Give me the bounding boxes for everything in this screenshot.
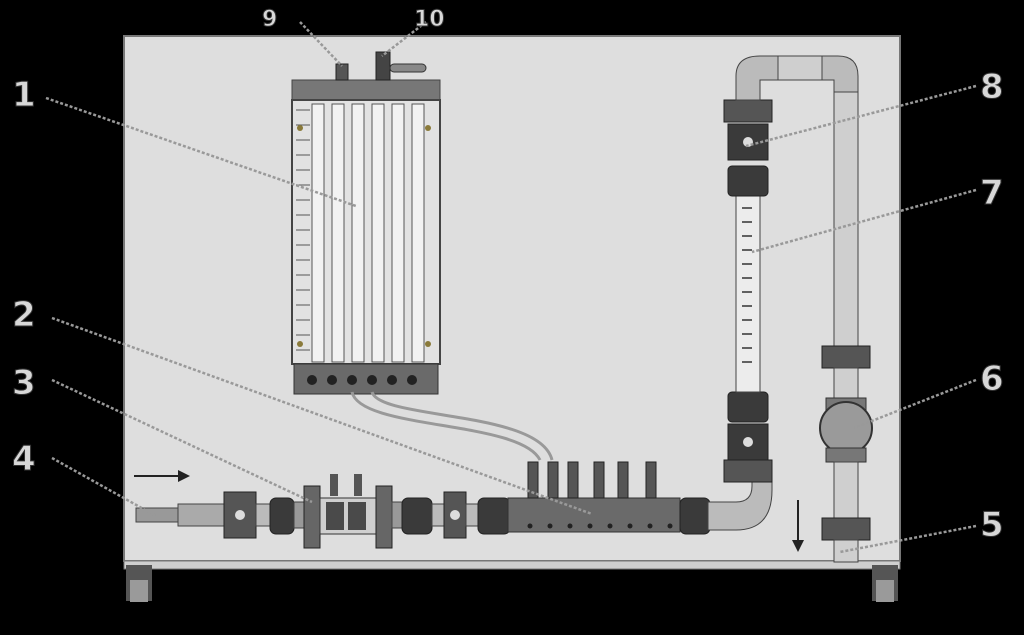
manometer-board	[291, 51, 441, 395]
air-vent-valve	[335, 63, 349, 81]
callout-6: 6	[980, 359, 1004, 399]
callout-labels: 1 2 3 4 5 6 7 8 9 10	[12, 7, 1005, 546]
callout-5: 5	[980, 505, 1004, 545]
callout-9: 9	[262, 7, 277, 32]
callout-7: 7	[980, 173, 1004, 213]
return-pipe	[777, 55, 873, 563]
manometer-tubes	[311, 103, 425, 363]
callout-1: 1	[12, 75, 36, 115]
rotameter-scale	[742, 207, 752, 363]
arrow-right-icon	[134, 470, 190, 482]
air-release-valve	[375, 51, 391, 81]
callout-10: 10	[414, 7, 445, 32]
leader-lines	[45, 21, 977, 554]
rotameter-column	[723, 55, 781, 483]
callout-3: 3	[12, 363, 36, 403]
manometer-scale-ticks	[296, 109, 310, 351]
ball-valve	[819, 397, 873, 463]
inlet-nozzle	[135, 507, 181, 523]
callout-4: 4	[12, 439, 36, 479]
pressure-hoses	[350, 391, 554, 461]
callout-2: 2	[12, 295, 36, 335]
pressure-tapping-pipe	[507, 461, 681, 533]
horizontal-pipeline	[135, 461, 773, 549]
callout-8: 8	[980, 67, 1004, 107]
arrow-down-icon	[792, 500, 804, 552]
